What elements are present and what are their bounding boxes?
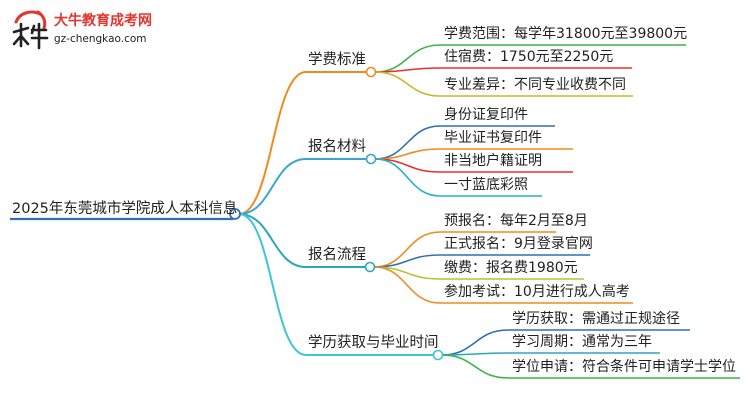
branch-3-item-4-link xyxy=(373,266,441,304)
branch-2-item-3: 非当地户籍证明 xyxy=(444,153,542,169)
branch-3-item-2: 正式报名：9月登录官网 xyxy=(444,236,593,252)
branch-2-node-circle xyxy=(365,153,377,165)
branch-3-item-1-link xyxy=(373,231,441,268)
bull-logo-icon xyxy=(12,10,49,50)
branch-2-item-4: 一寸蓝底彩照 xyxy=(444,177,528,193)
branch-4-item-1-link xyxy=(441,329,509,356)
branch-4-node-circle xyxy=(432,349,444,361)
branch-1-item-3-link xyxy=(374,71,441,97)
branch-4-item-3: 学位申请：符合条件可申请学士学位 xyxy=(512,359,736,375)
branch-1-item-2-link xyxy=(374,67,441,73)
branch-4-item-2: 学习周期：通常为三年 xyxy=(512,334,652,350)
branch-2-item-4-link xyxy=(374,158,441,197)
root-node-circle xyxy=(229,208,241,220)
branch-2-item-2: 毕业证书复印件 xyxy=(444,130,542,146)
branch-1-item-3: 专业差异：不同专业收费不同 xyxy=(444,77,626,93)
brand-name: 大牛教育成考网 xyxy=(54,13,152,29)
brand-url: gz-chengkao.com xyxy=(54,33,147,45)
branch-1-label: 学费标准 xyxy=(308,52,366,68)
branch-4-label: 学历获取与毕业时间 xyxy=(308,335,439,351)
branch-1-node-circle xyxy=(365,66,377,78)
root-to-branch-2-link xyxy=(238,158,307,215)
branch-3-node-circle xyxy=(364,261,376,273)
root-to-branch-3-link xyxy=(238,213,307,268)
branch-2-label: 报名材料 xyxy=(308,139,366,155)
branch-1-item-1: 学费范围：每学年31800元至39800元 xyxy=(444,26,688,42)
branch-4-item-1: 学历获取：需通过正规途径 xyxy=(512,311,680,327)
branch-3-item-3: 缴费：报名费1980元 xyxy=(444,260,578,276)
branch-3-item-4: 参加考试：10月进行成人高考 xyxy=(444,284,630,300)
branch-3-label: 报名流程 xyxy=(308,247,366,263)
branch-4-item-3-link xyxy=(441,354,509,379)
root-to-branch-4-link xyxy=(238,213,307,356)
branch-2-item-1: 身份证复印件 xyxy=(444,107,528,123)
brand-logo: 大牛教育成考网 gz-chengkao.com xyxy=(10,6,180,58)
root-to-branch-1-link xyxy=(238,71,307,215)
root-topic: 2025年东莞城市学院成人本科信息 xyxy=(12,201,238,217)
branch-3-item-1: 预报名：每年2月至8月 xyxy=(444,213,588,229)
branch-1-item-2: 住宿费：1750元至2250元 xyxy=(444,49,614,65)
